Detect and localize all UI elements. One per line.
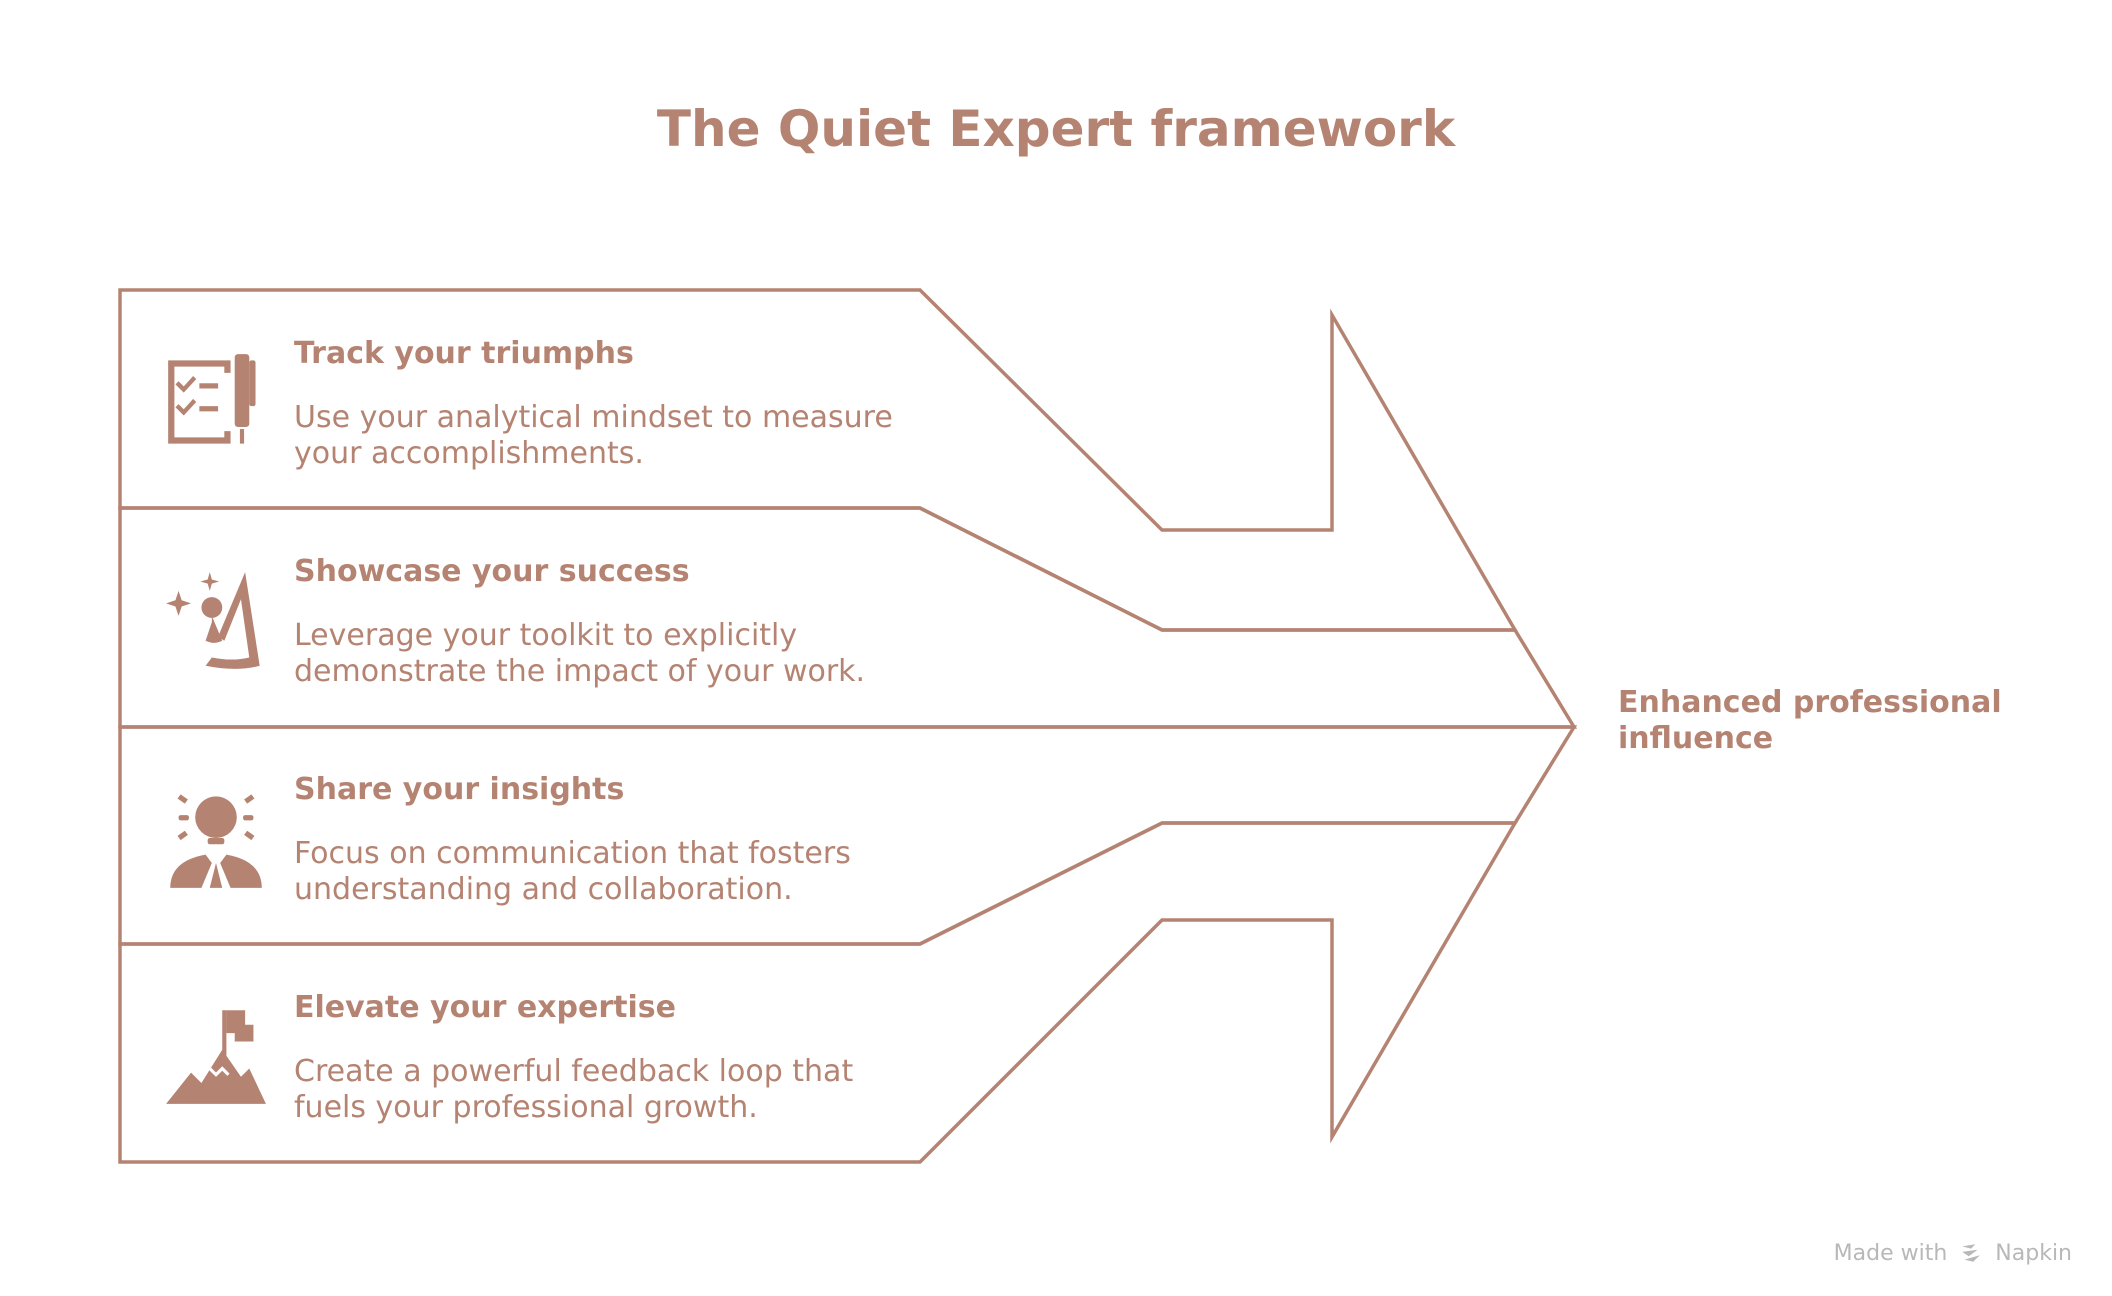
diagram-title: The Quiet Expert framework bbox=[656, 100, 1456, 158]
step-description: Focus on communication that fosters unde… bbox=[294, 836, 851, 907]
step-description: Leverage your toolkit to explicitly demo… bbox=[294, 618, 866, 689]
step-track-triumphs: Track your triumphs Use your analytical … bbox=[294, 336, 934, 472]
made-with-label: Made with bbox=[1833, 1241, 1948, 1266]
step-showcase-success: Showcase your success Leverage your tool… bbox=[294, 554, 934, 690]
napkin-logo-icon bbox=[1962, 1244, 1981, 1262]
napkin-brand-label: Napkin bbox=[1995, 1241, 2072, 1266]
made-with-napkin-badge[interactable]: Made with Napkin bbox=[1834, 1241, 2072, 1266]
step-title: Elevate your expertise bbox=[294, 990, 676, 1025]
step-elevate-expertise: Elevate your expertise Create a powerful… bbox=[294, 990, 934, 1126]
step-description: Use your analytical mindset to measure y… bbox=[294, 400, 893, 471]
outcome-label: Enhanced professional influence bbox=[1618, 685, 2002, 756]
checklist-icon bbox=[168, 354, 256, 444]
mountain-flag-icon bbox=[166, 1010, 266, 1104]
step-description: Create a powerful feedback loop that fue… bbox=[294, 1054, 854, 1125]
lightbulb-person-icon bbox=[170, 794, 262, 888]
step-share-insights: Share your insights Focus on communicati… bbox=[294, 772, 934, 908]
step-title: Share your insights bbox=[294, 772, 625, 807]
step-title: Showcase your success bbox=[294, 554, 690, 589]
band-4-outline bbox=[118, 821, 1519, 1164]
step-title: Track your triumphs bbox=[294, 336, 634, 371]
spotlight-icon bbox=[166, 572, 260, 669]
